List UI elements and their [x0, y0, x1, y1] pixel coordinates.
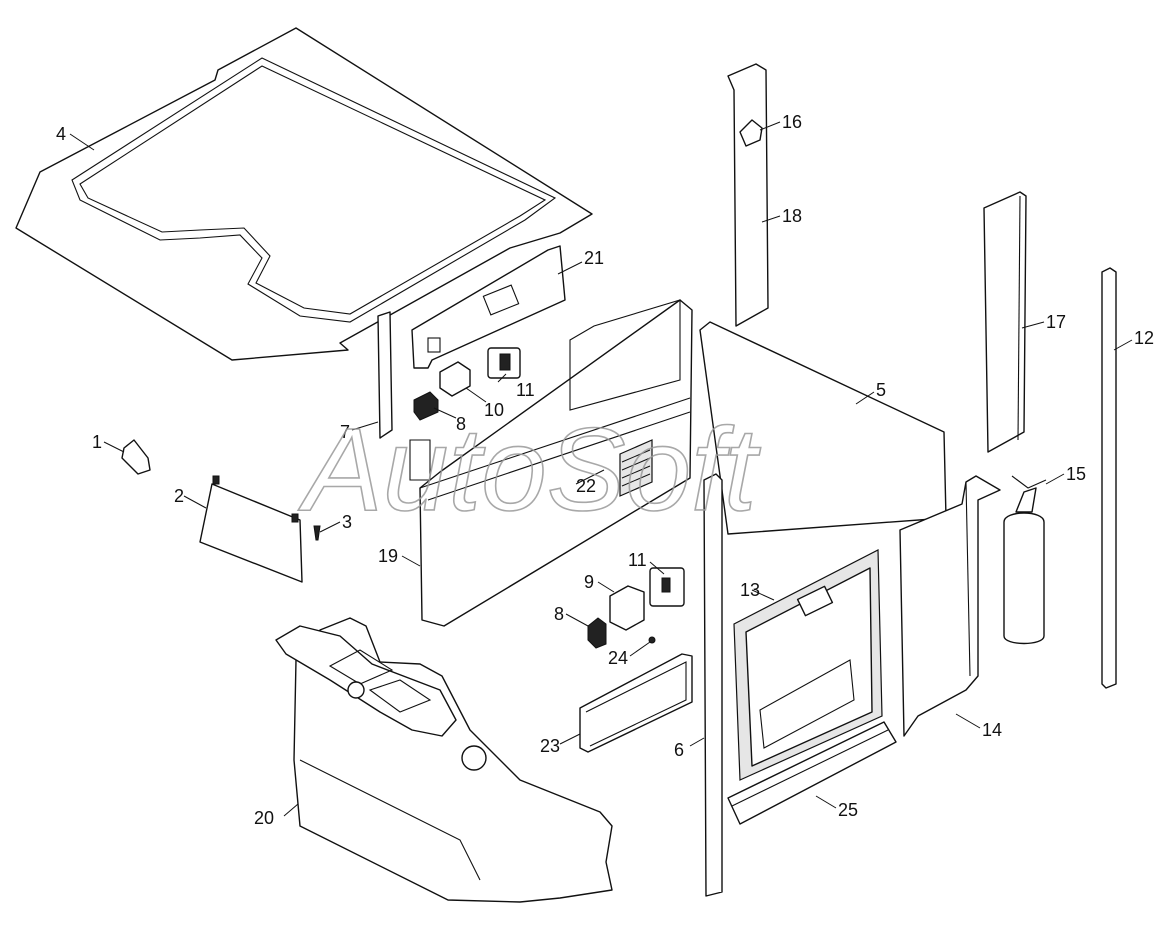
callout-22: 22	[576, 476, 596, 496]
callout-11a: 11	[516, 380, 535, 400]
part-17-angle-trim	[983, 191, 1027, 453]
callout-8a: 8	[456, 414, 466, 434]
part-18-pillar	[727, 63, 769, 327]
callout-4: 4	[56, 124, 66, 144]
callout-17: 17	[1046, 312, 1066, 332]
part-8-clip-lower	[587, 617, 607, 649]
part-13-hatch	[733, 549, 883, 781]
part-11-switch-upper	[487, 347, 521, 379]
part-7-pillar-trim	[377, 311, 393, 439]
part-3-screw	[313, 525, 321, 541]
callout-25: 25	[838, 800, 858, 820]
part-11-switch-lower	[649, 567, 685, 607]
callout-8b: 8	[554, 604, 564, 624]
part-20-center-console	[275, 617, 613, 903]
part-5-side-panel	[699, 321, 947, 535]
part-12-rod	[1101, 267, 1117, 689]
callout-19: 19	[378, 546, 398, 566]
callout-12: 12	[1134, 328, 1154, 348]
callout-21: 21	[584, 248, 604, 268]
callout-16: 16	[782, 112, 802, 132]
callout-24: 24	[608, 648, 628, 668]
part-2-visor-plate	[199, 475, 303, 583]
part-9-bracket-lower	[609, 585, 645, 631]
part-23-lower-tray	[579, 653, 693, 753]
part-21-console-bracket	[411, 245, 566, 369]
part-15-extinguisher	[1003, 475, 1047, 645]
part-19-rear-panel	[409, 299, 693, 627]
callout-13: 13	[740, 580, 760, 600]
part-6-post	[703, 473, 723, 897]
part-4-roof-headliner	[15, 27, 593, 361]
callout-5: 5	[876, 380, 886, 400]
part-22-vent-grille	[619, 439, 653, 497]
callout-2: 2	[174, 486, 184, 506]
callout-1: 1	[92, 432, 102, 452]
callout-14: 14	[982, 720, 1002, 740]
leader-lines	[69, 121, 1133, 817]
part-14-curved-panel	[899, 475, 1001, 737]
part-10-clip-upper	[439, 361, 471, 397]
part-1-hook	[121, 439, 151, 475]
part-8-clip-upper	[413, 391, 439, 421]
callout-6: 6	[674, 740, 684, 760]
callout-20: 20	[254, 808, 274, 828]
watermark: AutoSoft	[298, 404, 761, 536]
callout-11b: 11	[628, 550, 647, 570]
part-24-pin	[648, 636, 656, 644]
callout-10: 10	[484, 400, 504, 420]
callout-9: 9	[584, 572, 594, 592]
part-16-clip	[739, 119, 763, 147]
callout-23: 23	[540, 736, 560, 756]
callout-18: 18	[782, 206, 802, 226]
callout-labels: 1 2 3 4 5 6 7 8 8 9 10 11 11 12 13 14 15…	[56, 112, 1154, 828]
part-25-bottom-tray	[727, 721, 897, 825]
callout-7: 7	[340, 422, 350, 442]
callout-3: 3	[342, 512, 352, 532]
callout-15: 15	[1066, 464, 1086, 484]
